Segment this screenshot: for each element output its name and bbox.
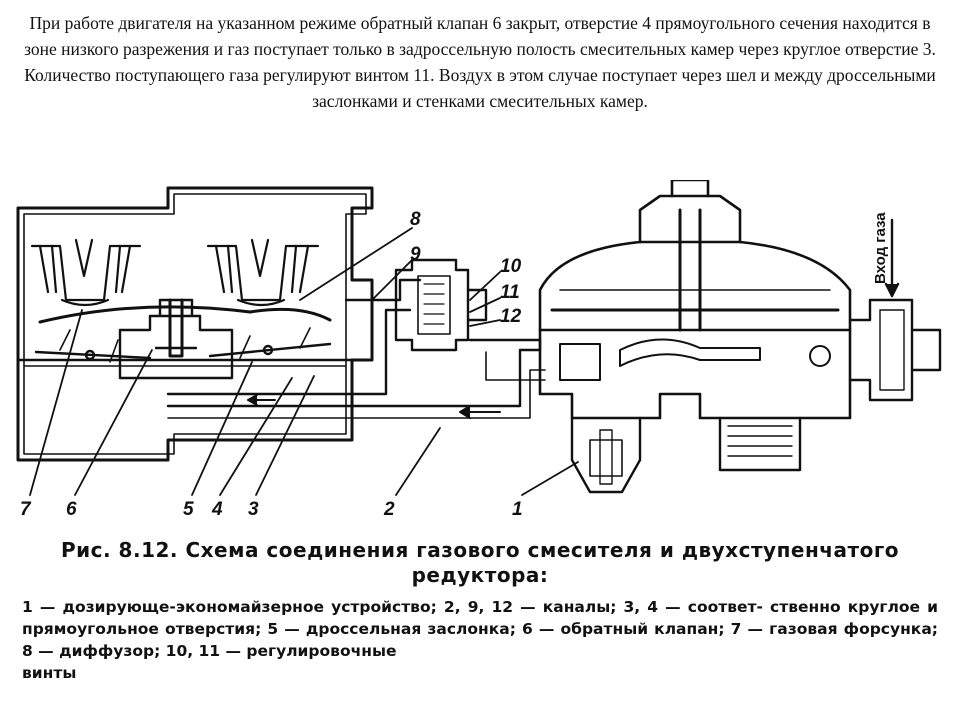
label-4: 4 (211, 499, 223, 520)
label-6: 6 (66, 499, 77, 520)
mixer-reducer-diagram: 7 6 5 4 3 2 1 8 9 10 11 12 Вход газа (16, 180, 942, 520)
gas-inlet-fitting (848, 218, 942, 402)
adjusting-screws-block (394, 258, 488, 352)
label-9: 9 (410, 244, 421, 265)
label-11: 11 (500, 282, 520, 303)
figure-caption-legend: 1 — дозирующе-экономайзерное устройство;… (22, 596, 938, 684)
check-valve (118, 298, 234, 380)
label-1: 1 (512, 499, 523, 520)
flow-arrow-icon (247, 394, 501, 419)
intro-paragraph: При работе двигателя на указанном режиме… (24, 13, 936, 111)
two-stage-reducer-body (538, 180, 852, 420)
mixing-chamber-left (30, 238, 252, 324)
gas-channels (166, 278, 546, 419)
leader-lines (29, 227, 579, 496)
legend-text: 1 — дозирующе-экономайзерное устройство;… (22, 598, 938, 660)
label-3: 3 (248, 499, 259, 520)
part-number-labels: 7 6 5 4 3 2 1 8 9 10 11 12 (20, 209, 523, 520)
gas-inlet-label: Вход газа (872, 212, 889, 284)
dosing-economizer-device (570, 416, 642, 494)
figure-caption-title: Рис. 8.12. Схема соединения газового сме… (60, 538, 900, 587)
legend-text-last: винты (22, 664, 77, 682)
label-5: 5 (183, 499, 194, 520)
reducer-lower-cup (718, 416, 802, 472)
mixing-chamber-right (206, 238, 332, 322)
label-12: 12 (500, 306, 522, 327)
label-7: 7 (20, 499, 32, 520)
label-2: 2 (383, 499, 395, 520)
throttle-plates (34, 327, 332, 363)
gas-mixer-body (16, 186, 374, 462)
label-8: 8 (410, 209, 421, 230)
label-10: 10 (500, 256, 522, 277)
